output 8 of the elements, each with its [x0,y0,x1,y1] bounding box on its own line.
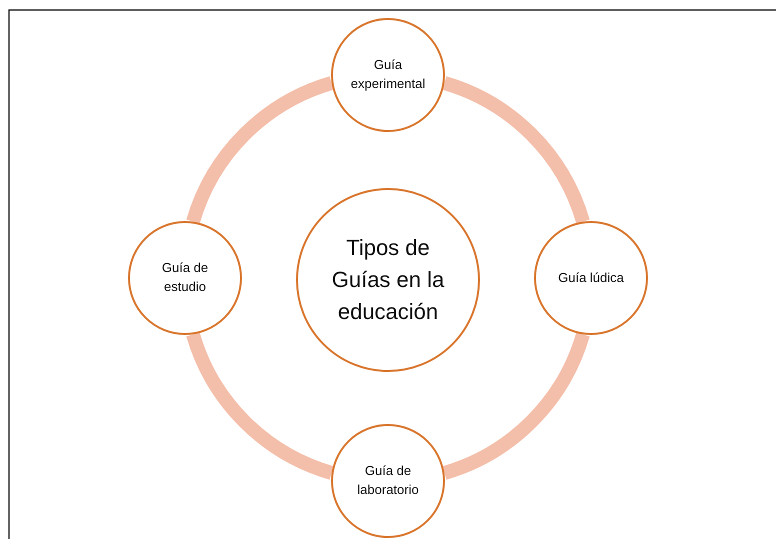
node-label: Guía de laboratorio [356,462,420,499]
ring-arc [186,332,334,480]
node-label: Guía lúdica [557,268,625,287]
ring-arc [442,332,590,480]
ring-arc [442,76,590,224]
node-label: Guía experimental [350,56,426,93]
node-label: Guía de estudio [160,259,210,296]
node-label: Tipos de Guías en la educación [330,234,446,326]
